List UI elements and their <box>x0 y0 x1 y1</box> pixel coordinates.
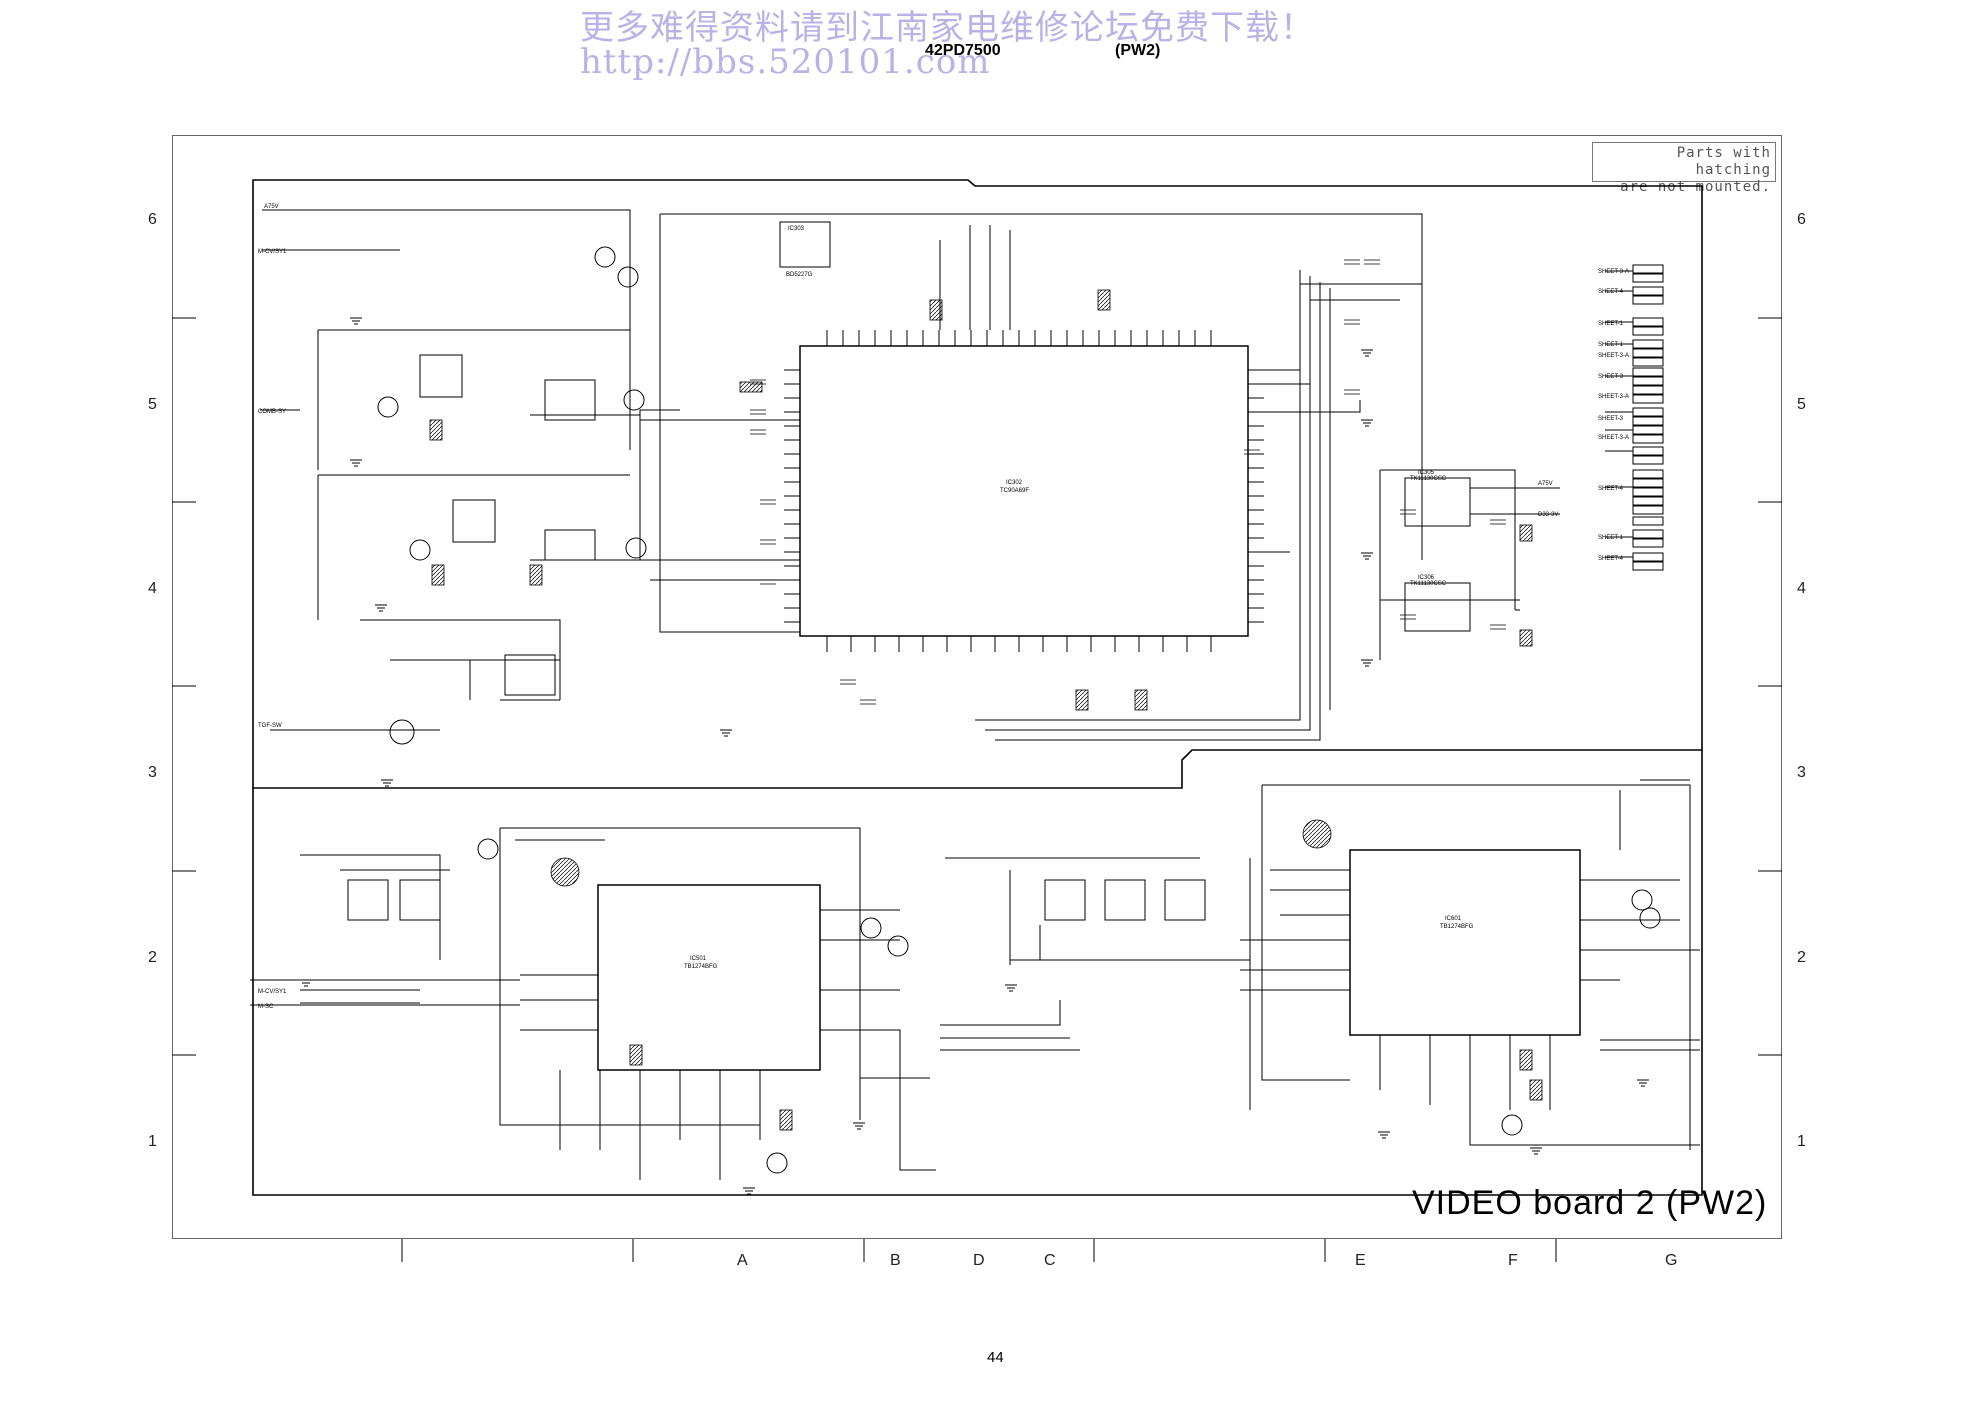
row-label-left-6: 6 <box>148 211 157 228</box>
column-label-e: E <box>1355 1252 1366 1269</box>
net-a75v-reg: A75V <box>1538 481 1553 487</box>
net-comb-sy: COMB-SY <box>258 409 286 415</box>
column-label-d: D <box>973 1252 985 1269</box>
hatching-note-line-1: Parts with hatching <box>1676 145 1771 178</box>
row-label-right-1: 1 <box>1797 1133 1806 1150</box>
page-code: (PW2) <box>1115 42 1161 59</box>
connector-label-11: SHEET-1 <box>1598 535 1624 541</box>
row-label-left-1: 1 <box>148 1133 157 1150</box>
ic601-part-label: TB1274BFG <box>1440 924 1474 930</box>
watermark-line-2: http://bbs.520101.com <box>580 42 991 82</box>
row-label-right-5: 5 <box>1797 396 1806 413</box>
ic303-ref-label: IC303 <box>788 226 805 232</box>
connector-label-3: SHEET-1 <box>1598 321 1624 327</box>
column-label-c: C <box>1044 1252 1056 1269</box>
ic306-part-label: TK11130CSC <box>1410 581 1447 587</box>
model-number: 42PD7500 <box>925 42 1001 59</box>
connector-label-2: SHEET-4 <box>1598 289 1624 295</box>
net-cvbs1-top: M-CV/SY1 <box>258 249 287 255</box>
schematic-frame <box>172 135 1782 1239</box>
net-tgf-sw: TGF-SW <box>258 723 282 729</box>
row-label-left-2: 2 <box>148 949 157 966</box>
ic601-ref-label: IC601 <box>1445 916 1462 922</box>
ic305-part-label: TK11130CSC <box>1410 476 1447 482</box>
connector-label-7: SHEET-3-A <box>1598 394 1629 400</box>
row-label-right-6: 6 <box>1797 211 1806 228</box>
row-label-left-4: 4 <box>148 580 157 597</box>
connector-label-5: SHEET-3-A <box>1598 353 1629 359</box>
row-label-left-3: 3 <box>148 764 157 781</box>
row-label-right-2: 2 <box>1797 949 1806 966</box>
hatching-note: Parts with hatching are not mounted. <box>1592 142 1776 195</box>
column-label-g: G <box>1665 1252 1678 1269</box>
ic306-ref-label: IC306 <box>1418 575 1435 581</box>
watermark-line-1: 更多难得资料请到江南家电维修论坛免费下载！ <box>580 8 1315 48</box>
ic302-ref-label: IC302 <box>1006 480 1023 486</box>
ic501-part-label: TB1274BFG <box>684 964 718 970</box>
net-cvbs1-bottom: M-CV/SY1 <box>258 989 287 995</box>
connector-label-8: SHEET-3 <box>1598 416 1624 422</box>
ic501-ref-label: IC501 <box>690 956 707 962</box>
column-label-f: F <box>1508 1252 1518 1269</box>
connector-label-6: SHEET-3 <box>1598 374 1624 380</box>
ic305-ref-label: IC305 <box>1418 470 1435 476</box>
row-label-right-3: 3 <box>1797 764 1806 781</box>
column-label-a: A <box>737 1252 748 1269</box>
net-m-sc: M-SC <box>258 1004 274 1010</box>
connector-label-12: SHEET-4 <box>1598 556 1624 562</box>
hatching-note-line-2: are not mounted. <box>1620 179 1771 195</box>
row-label-left-5: 5 <box>148 396 157 413</box>
board-title: VIDEO board 2 (PW2) <box>1412 1184 1768 1222</box>
row-label-right-4: 4 <box>1797 580 1806 597</box>
net-a75v-top-left: A75V <box>264 204 279 210</box>
connector-label-9: SHEET-3-A <box>1598 435 1629 441</box>
column-label-b: B <box>890 1252 901 1269</box>
ic303-part-label: BD5227G <box>786 272 813 278</box>
connector-label-10: SHEET-4 <box>1598 486 1624 492</box>
page-number: 44 <box>987 1349 1004 1366</box>
ic302-part-label: TC90A69F <box>1000 488 1029 494</box>
connector-label-1: SHEET-3-A <box>1598 269 1629 275</box>
net-d33v-reg: D33-3V <box>1538 512 1558 518</box>
connector-label-4: SHEET-1 <box>1598 342 1624 348</box>
